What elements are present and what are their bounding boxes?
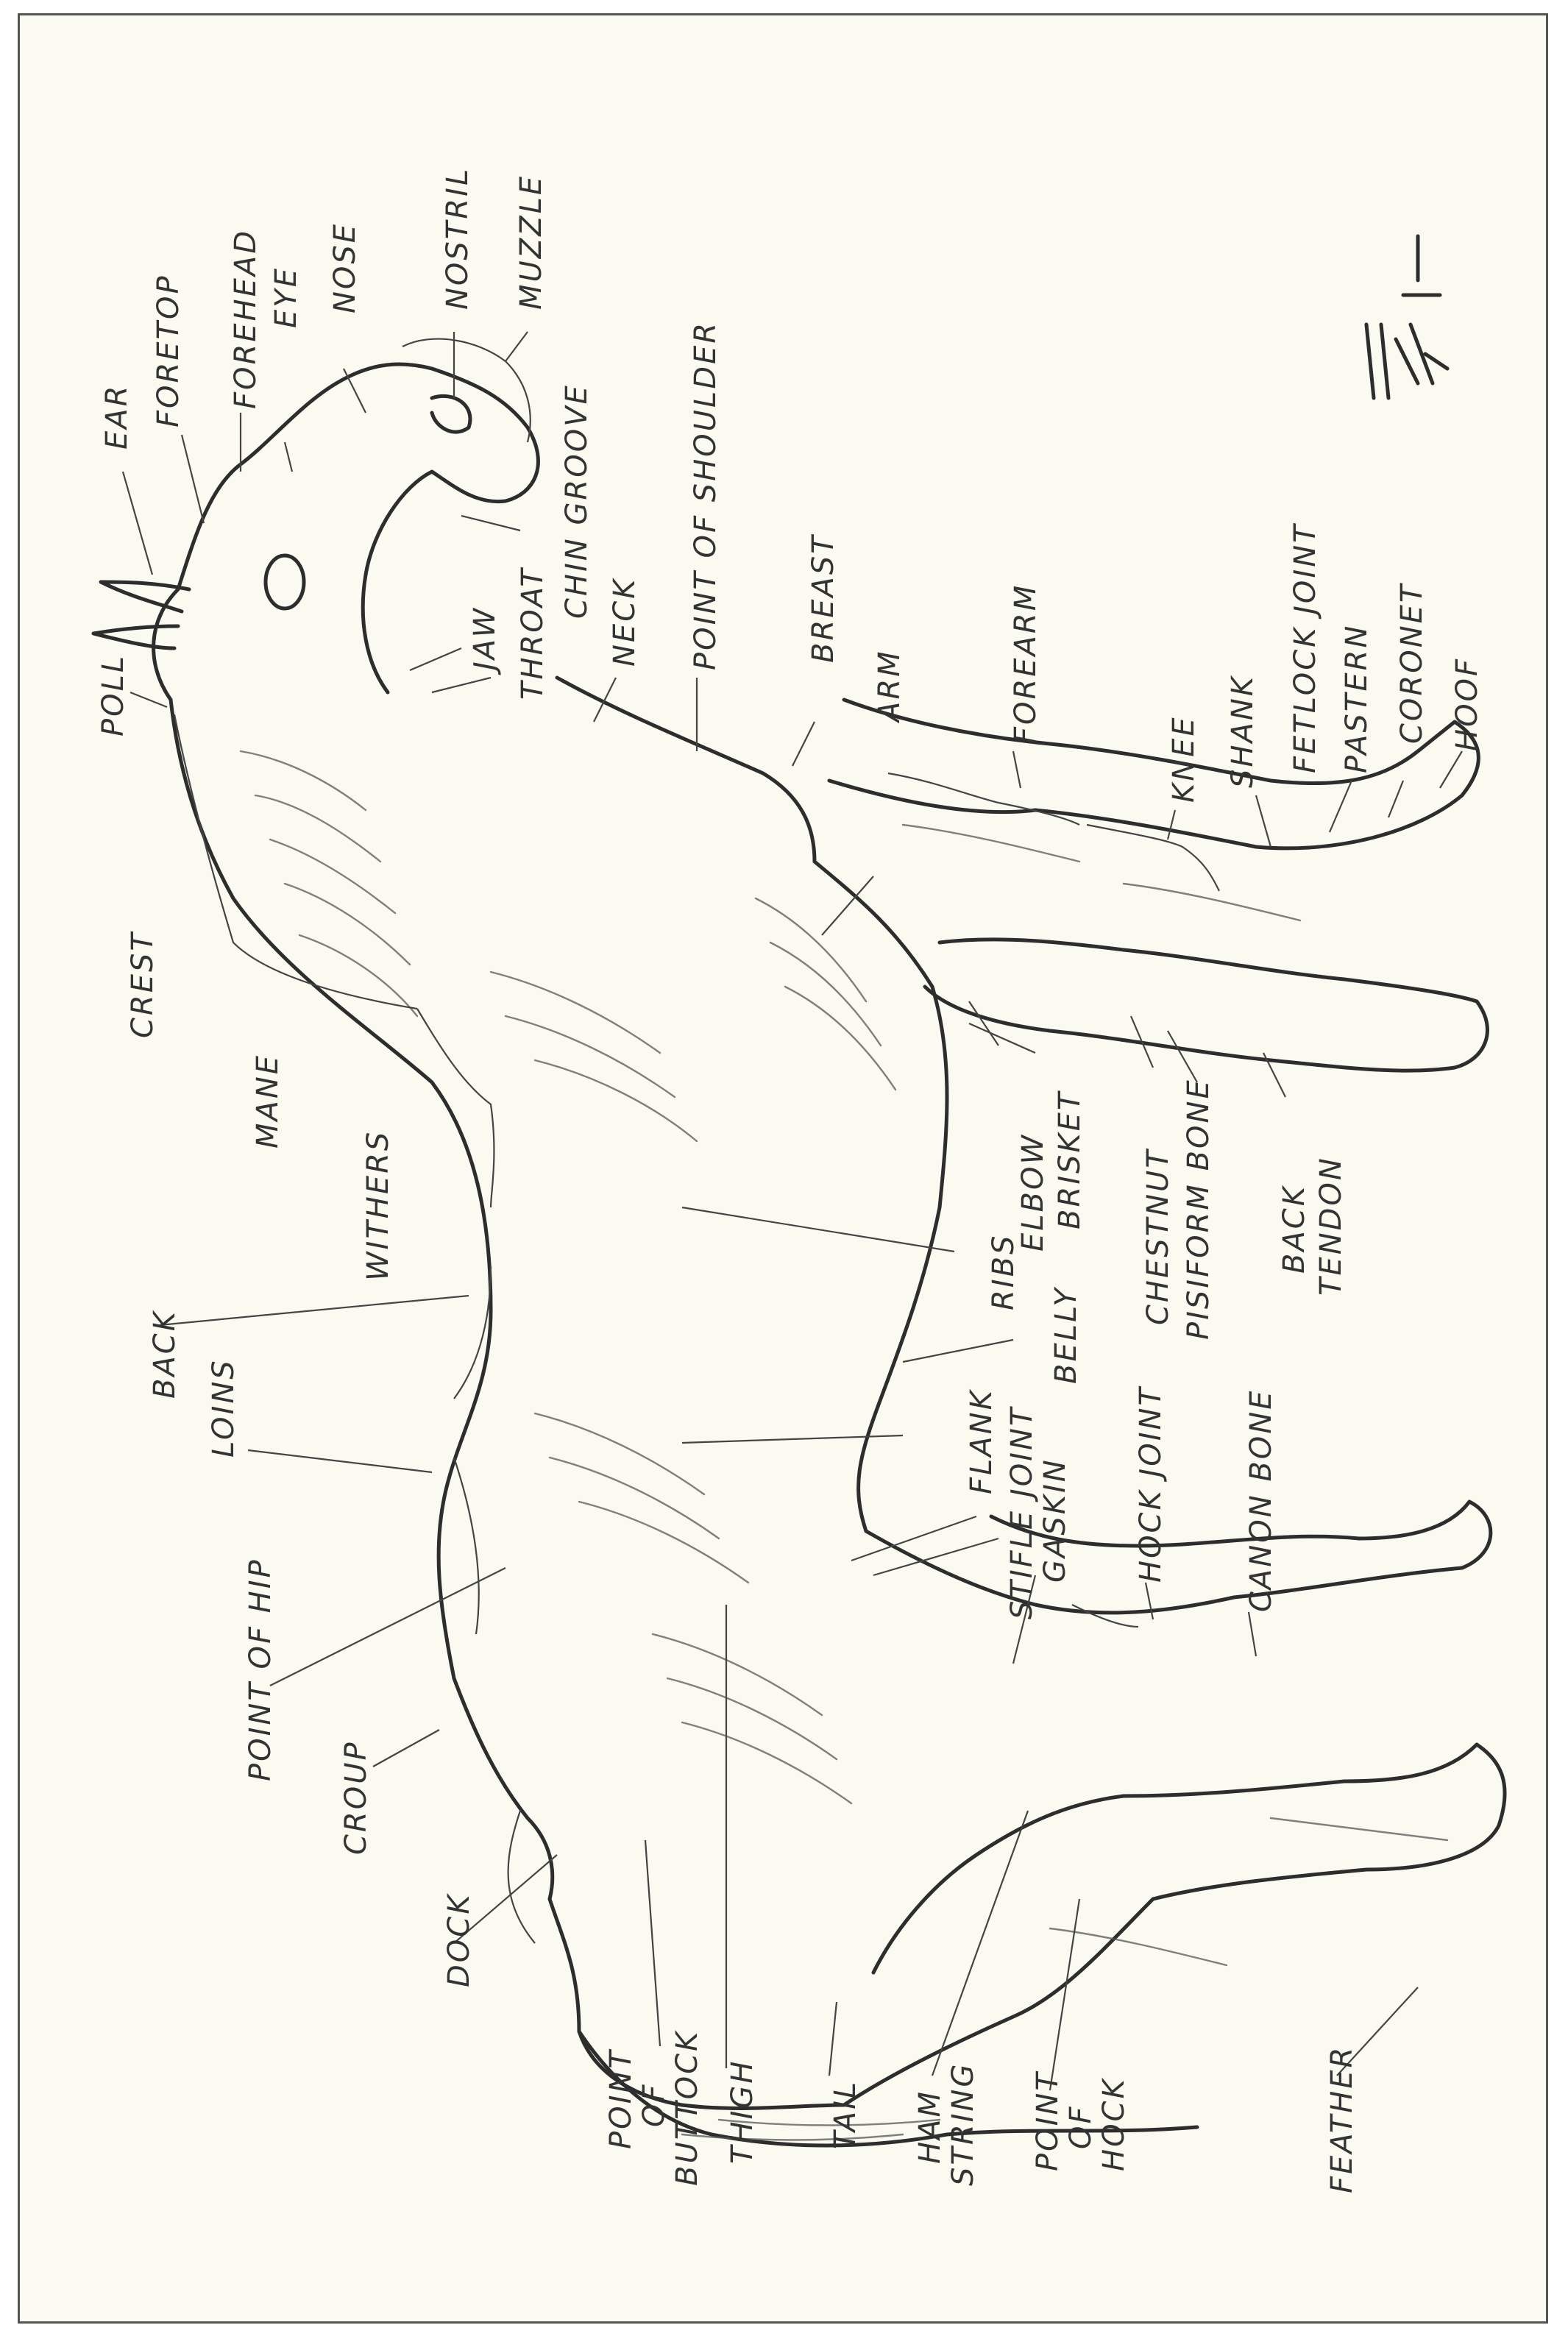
label-point-of-hock-line2: OF	[1064, 2105, 1098, 2150]
label-coronet: CORONET	[1395, 582, 1429, 744]
label-pastern: PASTERN	[1340, 624, 1374, 773]
label-loins: LOINS	[207, 1358, 241, 1458]
label-neck: NECK	[608, 578, 642, 667]
label-point-of-shoulder: POINT OF SHOULDER	[689, 321, 723, 670]
diagram-plate: EAR FORETOP FOREHEAD EYE NOSE NOSTRIL MU…	[18, 13, 1548, 2324]
label-ham-string-line1: HAM	[913, 2090, 947, 2164]
label-hoof: HOOF	[1450, 657, 1484, 751]
label-ham-string-line2: STRING	[946, 2062, 980, 2186]
label-withers: WITHERS	[361, 1130, 395, 1281]
label-eye: EYE	[269, 266, 303, 328]
label-muzzle: MUZZLE	[514, 174, 548, 310]
label-dock: DOCK	[442, 1893, 476, 1987]
horse-foreleg-near-outline	[829, 700, 1478, 848]
label-elbow: ELBOW	[1016, 1133, 1050, 1252]
label-point-of-hock-line1: POINT	[1031, 2070, 1065, 2171]
label-thigh: THIGH	[726, 2059, 759, 2164]
leader-lines	[123, 332, 1462, 2090]
label-arm: ARM	[873, 649, 907, 724]
artist-monogram	[1366, 236, 1447, 398]
label-mane: MANE	[251, 1054, 285, 1149]
label-point-of-hock-line3: HOCK	[1097, 2077, 1131, 2171]
label-flank: FLANK	[965, 1388, 998, 1494]
label-foretop: FORETOP	[152, 274, 185, 427]
label-stifle-joint: STIFLE JOINT	[1005, 1405, 1039, 1619]
label-chin-groove: CHIN GROOVE	[560, 383, 594, 619]
label-point-of-buttock-line2: OF	[637, 2083, 671, 2128]
label-hock-joint: HOCK JOINT	[1134, 1385, 1168, 1583]
label-group-forequarters: POINT OF SHOULDER BREAST ARM FOREARM KNE…	[689, 321, 1484, 803]
horse-breast-outline	[557, 678, 815, 862]
label-shank: SHANK	[1226, 675, 1260, 788]
label-back-tendon-line1: BACK	[1277, 1185, 1311, 1274]
label-brisket: BRISKET	[1053, 1090, 1087, 1229]
horse-foreleg-far-outline	[925, 940, 1487, 1071]
horse-hindleg-near-outline	[844, 1745, 1505, 2105]
label-fetlock-joint: FETLOCK JOINT	[1288, 522, 1322, 773]
horse-eye-outline	[266, 556, 304, 608]
label-canon-bone: CANON BONE	[1244, 1389, 1278, 1612]
horse-topline-outline	[171, 700, 553, 1899]
label-nostril: NOSTRIL	[441, 167, 475, 310]
label-group-topline: CREST MANE WITHERS BACK LOINS POINT OF H…	[126, 931, 476, 1987]
label-pisiform-bone: PISIFORM BONE	[1182, 1078, 1216, 1340]
label-feather: FEATHER	[1325, 2045, 1359, 2193]
label-croup: CROUP	[339, 1740, 373, 1855]
label-crest: CREST	[126, 931, 160, 1038]
label-knee: KNEE	[1167, 715, 1201, 803]
label-back-tendon-line2: TENDON	[1314, 1156, 1348, 1296]
label-ribs: RIBS	[987, 1234, 1021, 1310]
label-nose: NOSE	[328, 222, 362, 313]
label-point-of-buttock-line3: BUTTOCK	[670, 2030, 704, 2186]
label-chestnut: CHESTNUT	[1141, 1148, 1175, 1325]
horse-belly-outline	[815, 862, 947, 1531]
horse-anatomy-diagram: EAR FORETOP FOREHEAD EYE NOSE NOSTRIL MU…	[20, 15, 1550, 2326]
label-ear: EAR	[100, 384, 134, 450]
label-breast: BREAST	[806, 533, 840, 663]
label-forearm: FOREARM	[1009, 583, 1043, 744]
label-belly: BELLY	[1049, 1286, 1083, 1384]
label-jaw: JAW	[468, 606, 502, 675]
label-point-of-hip: POINT OF HIP	[244, 1558, 277, 1781]
label-back: BACK	[148, 1310, 182, 1399]
label-poll: POLL	[96, 654, 130, 737]
label-throat: THROAT	[516, 567, 550, 700]
label-gaskin: GASKIN	[1038, 1458, 1072, 1583]
label-point-of-buttock-line1: POINT	[604, 2048, 638, 2149]
label-forehead: FOREHEAD	[229, 229, 263, 409]
label-tail: TAIL	[829, 2080, 862, 2149]
horse-hindleg-far-outline	[866, 1502, 1491, 1613]
horse-nostril-outline	[432, 396, 470, 432]
